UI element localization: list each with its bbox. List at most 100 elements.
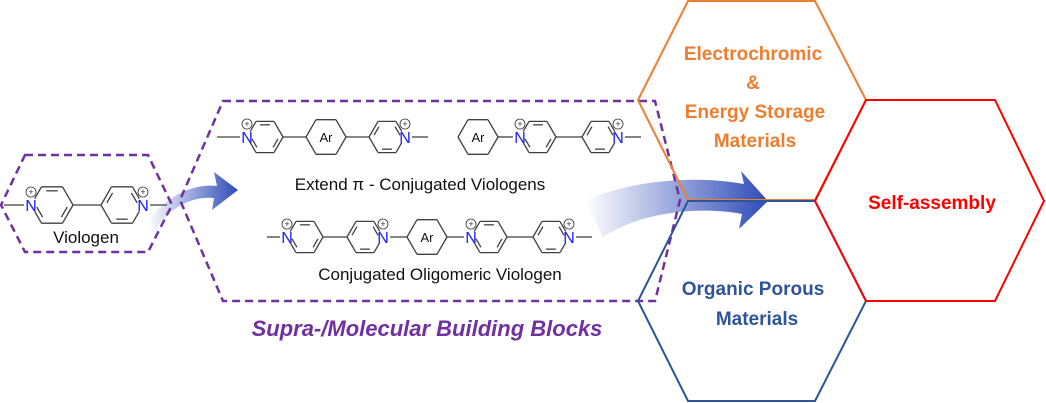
double-bond <box>524 138 531 148</box>
nitrogen-atom: N <box>281 230 293 247</box>
ring-bond <box>559 221 567 232</box>
ring-bond <box>581 121 592 138</box>
ring-bond <box>497 221 508 238</box>
nitrogen-atom: N <box>612 130 624 147</box>
nitrogen-atom: N <box>563 230 575 247</box>
electrochromic-line-3: Energy Storage <box>685 102 825 123</box>
ring-bond <box>34 186 43 199</box>
ring-bond <box>100 204 113 224</box>
ring-bond <box>131 186 140 199</box>
ring-bond <box>522 121 530 132</box>
ring-bond <box>131 211 140 224</box>
double-bond <box>130 192 138 204</box>
ar-label: Ar <box>320 130 334 145</box>
charge-circle <box>377 218 389 230</box>
nitrogen-atom: N <box>377 230 389 247</box>
ring-bond <box>313 236 324 253</box>
charge-sign: + <box>380 219 385 229</box>
double-bond <box>496 238 503 248</box>
ring-bond <box>249 142 257 153</box>
ring-bond <box>532 236 543 253</box>
double-bond <box>545 138 552 148</box>
nitrogen-atom: N <box>137 198 149 215</box>
charge-sign: + <box>244 119 249 129</box>
charge-sign: + <box>615 119 620 129</box>
ring-bond <box>368 136 379 153</box>
porous-label: Organic Porous Materials <box>682 279 825 330</box>
viologen-structure: N+N+ <box>4 186 167 224</box>
ar-ring-bond <box>305 136 317 155</box>
charge-circle <box>137 186 149 198</box>
ar-ring-bond <box>335 136 347 155</box>
ring-bond <box>61 186 74 206</box>
double-bond <box>607 126 614 136</box>
ring-bond <box>395 142 403 153</box>
ring-bond <box>559 242 567 253</box>
charge-circle <box>612 118 624 130</box>
ar-ring-bond <box>436 219 448 238</box>
charge-sign: + <box>566 219 571 229</box>
viologen-caption: Viologen <box>53 228 119 247</box>
ring-bond <box>608 121 616 132</box>
double-bond <box>558 226 565 236</box>
charge-circle <box>399 118 411 130</box>
ring-bond <box>373 221 381 232</box>
nitrogen-atom: N <box>25 198 37 215</box>
electrochromic-line-2: & <box>746 73 760 94</box>
electrochromic-label: Electrochromic & Energy Storage Material… <box>684 44 825 152</box>
building-blocks-title: Supra-/Molecular Building Blocks <box>252 316 603 341</box>
ring-bond <box>373 242 381 253</box>
extended-caption: Extend π - Conjugated Viologens <box>295 175 546 194</box>
ar-ring-bond <box>457 136 469 155</box>
nitrogen-atom: N <box>514 130 526 147</box>
ring-bond <box>61 204 74 224</box>
charge-sign: + <box>402 119 407 129</box>
ring-bond <box>395 121 403 132</box>
ring-bond <box>346 236 357 253</box>
double-bond <box>394 126 401 136</box>
ring-bond <box>273 121 284 138</box>
electrochromic-hexagon <box>636 0 868 201</box>
ar-ring-bond <box>436 236 448 255</box>
arrow-viologen-to-blocks <box>148 172 238 232</box>
double-bond <box>351 226 358 236</box>
double-bond <box>60 206 68 218</box>
electrochromic-line-1: Electrochromic <box>684 44 823 65</box>
charge-circle <box>241 118 253 130</box>
charge-circle <box>514 118 526 130</box>
ring-bond <box>497 236 508 253</box>
electrochromic-line-4: Materials <box>714 131 796 152</box>
ring-bond <box>289 221 297 232</box>
ar-label: Ar <box>421 230 435 245</box>
self-assembly-hexagon <box>813 99 1046 302</box>
ring-bond <box>100 186 113 206</box>
ar-ring-bond <box>406 219 418 238</box>
double-bond <box>272 138 279 148</box>
ar-ring-bond <box>406 236 418 255</box>
self-assembly-label: Self-assembly <box>868 193 996 214</box>
charge-circle <box>25 186 37 198</box>
nitrogen-atom: N <box>465 230 477 247</box>
ring-bond <box>473 242 481 253</box>
double-bond <box>537 226 544 236</box>
ar-label: Ar <box>472 130 486 145</box>
ring-bond <box>608 142 616 153</box>
ring-bond <box>34 211 43 224</box>
charge-sign: + <box>140 187 145 197</box>
viologen-dashed-hexagon <box>0 153 174 254</box>
ar-ring-bond <box>305 119 317 138</box>
ring-bond <box>473 221 481 232</box>
ring-bond <box>546 136 557 153</box>
nitrogen-atom: N <box>399 130 411 147</box>
ring-bond <box>273 136 284 153</box>
ar-ring-bond <box>487 136 499 155</box>
ring-bond <box>581 136 592 153</box>
ring-bond <box>522 142 530 153</box>
arrow-blocks-to-applications <box>585 171 768 237</box>
ring-bond <box>289 242 297 253</box>
charge-sign: + <box>468 219 473 229</box>
